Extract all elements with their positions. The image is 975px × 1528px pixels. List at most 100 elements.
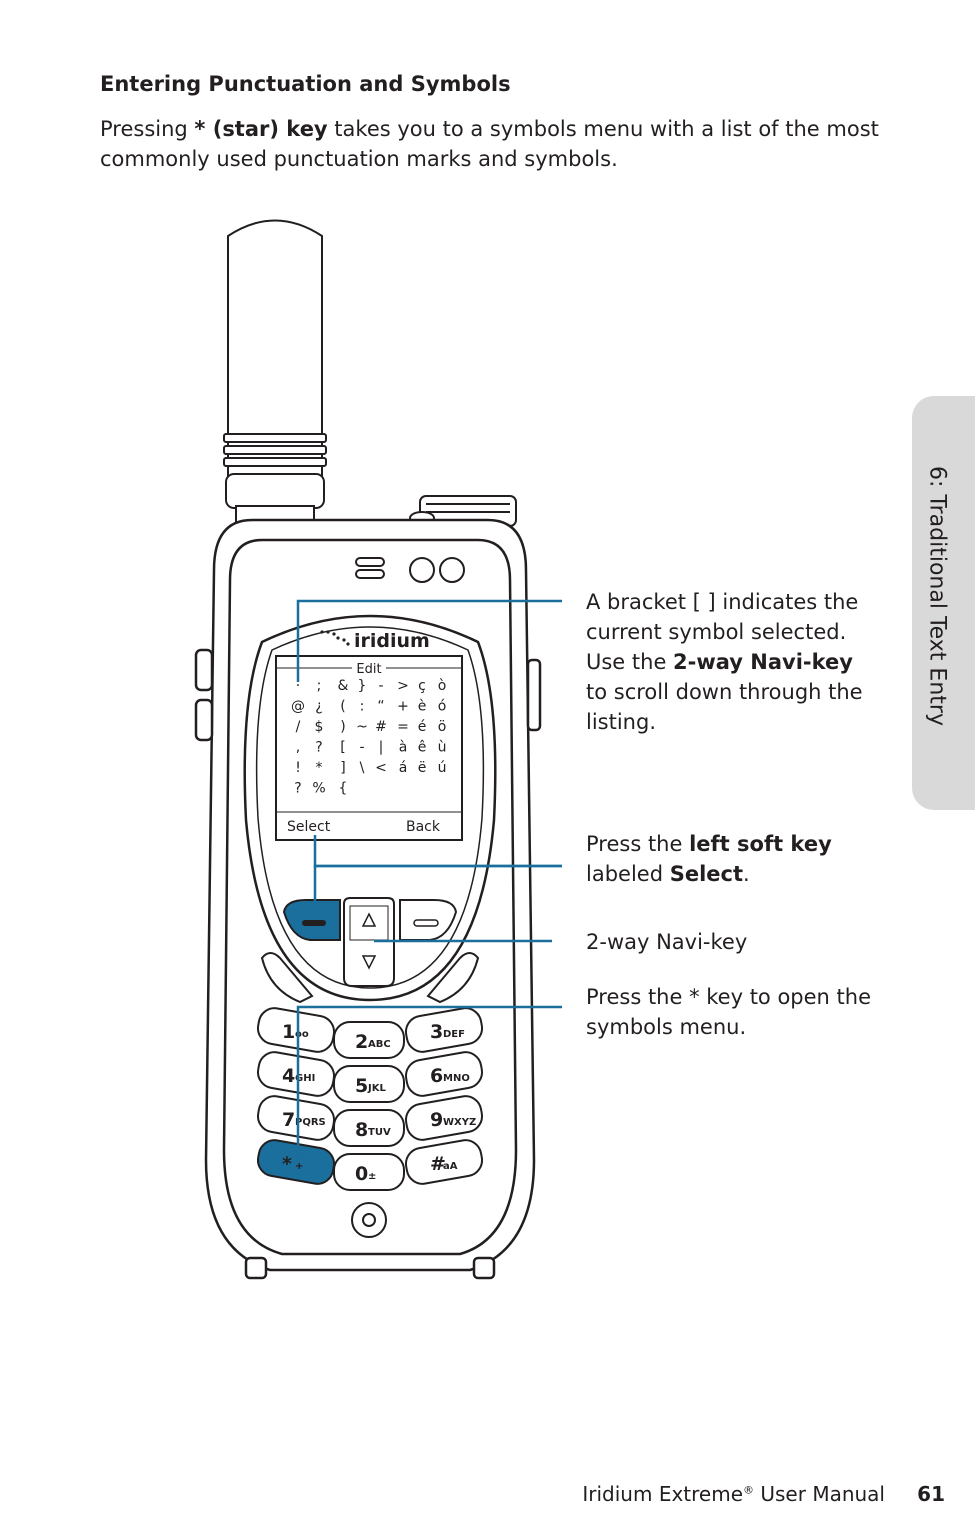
symbol-cell: -	[359, 740, 364, 756]
symbol-cell: à	[399, 740, 408, 756]
key-digit: 0	[355, 1163, 368, 1185]
chapter-tab-label: 6: Traditional Text Entry	[924, 466, 950, 726]
key-digit: 8	[355, 1119, 368, 1141]
key-letters: WXYZ	[443, 1117, 476, 1128]
navi-key[interactable]	[343, 897, 395, 987]
symbol-cell: $	[315, 719, 324, 735]
intro-paragraph: Pressing * (star) key takes you to a sym…	[100, 114, 880, 174]
arrow-up-icon	[361, 912, 377, 927]
key-digit: #	[430, 1153, 446, 1175]
key-digit: 9	[430, 1109, 443, 1131]
callout-bracket-line1: A bracket [ ] indicates the	[586, 590, 859, 614]
chapter-tab	[912, 396, 975, 810]
callout-star-line1: Press the * key to open the	[586, 985, 871, 1009]
symbol-cell: #	[375, 719, 387, 735]
symbol-cell: !	[295, 760, 301, 776]
display	[275, 655, 463, 841]
symbol-cell: &	[338, 678, 349, 694]
symbol-cell: ]	[340, 760, 345, 776]
symbol-cell: <	[375, 760, 387, 776]
key-digit: 1	[282, 1021, 295, 1043]
brand-dots-icon	[320, 630, 350, 646]
key-letters: ±	[368, 1171, 376, 1182]
key-digit: 6	[430, 1065, 443, 1087]
key-digit: 4	[282, 1065, 295, 1087]
symbol-cell: è	[418, 699, 427, 715]
footer-reg-mark: ®	[743, 1483, 755, 1497]
callout-softkey-bold: left soft key	[689, 832, 832, 856]
key-hash[interactable]: #aA	[403, 1138, 484, 1187]
end-key[interactable]	[426, 952, 480, 1004]
symbol-cell: ë	[418, 760, 427, 776]
symbol-cell: ò	[438, 678, 447, 694]
symbol-cell: ;	[317, 678, 322, 694]
symbol-cell: ·	[296, 678, 300, 694]
symbol-cell: |	[379, 740, 384, 756]
key-letters: GHI	[295, 1073, 315, 1084]
symbol-cell: {	[339, 781, 348, 797]
symbol-cell: )	[340, 719, 345, 735]
callout-bracket-bold: 2-way Navi-key	[673, 650, 853, 674]
symbol-cell: ù	[438, 740, 447, 756]
callout-star-line2: symbols menu.	[586, 1015, 747, 1039]
footer-title: Iridium Extreme® User Manual	[582, 1482, 885, 1506]
symbol-cell: ê	[418, 740, 427, 756]
antenna	[223, 219, 327, 527]
callout-softkey-period: .	[743, 862, 750, 886]
bottom-button[interactable]	[351, 1202, 387, 1238]
symbol-cell: @	[291, 699, 305, 715]
key-letters: oo	[295, 1029, 309, 1040]
callout-bracket-line3: Use the	[586, 650, 674, 674]
key-letters: TUV	[368, 1127, 391, 1138]
symbol-cell: (	[340, 699, 345, 715]
symbol-cell: \	[360, 760, 365, 776]
symbol-cell: [	[340, 740, 345, 756]
softkey-left-label: Select	[287, 819, 331, 835]
callout-softkey-before: Press the	[586, 832, 690, 856]
symbol-cell: ?	[294, 781, 301, 797]
key-digit: 7	[282, 1109, 295, 1131]
earpiece	[355, 557, 465, 583]
key-0[interactable]: 0±	[333, 1153, 405, 1191]
symbol-cell: *	[316, 760, 323, 776]
brand-logo: iridium	[354, 630, 430, 652]
key-letters: DEF	[443, 1029, 465, 1040]
softkey-right-label: Back	[406, 819, 441, 835]
key-digit: *	[282, 1153, 292, 1175]
key-letters: +	[295, 1161, 303, 1172]
key-digit: 5	[355, 1075, 368, 1097]
key-letters: ABC	[368, 1039, 391, 1050]
symbol-cell: /	[296, 719, 301, 735]
footer-title-text: Iridium Extreme	[582, 1482, 744, 1506]
key-letters: JKL	[367, 1083, 386, 1094]
call-key[interactable]	[260, 952, 314, 1004]
symbol-cell: >	[397, 678, 409, 694]
key-letters: aA	[443, 1161, 458, 1172]
symbol-cell: =	[397, 719, 409, 735]
key-letters: PQRS	[295, 1117, 326, 1128]
key-digit: 3	[430, 1021, 443, 1043]
symbol-cell: ú	[438, 760, 447, 776]
callout-bracket-line5: listing.	[586, 710, 656, 734]
screen-title: Edit	[356, 662, 381, 677]
key-letters: MNO	[443, 1073, 470, 1084]
symbol-cell: ,	[296, 740, 300, 756]
symbol-cell: á	[399, 760, 408, 776]
symbol-cell: :	[360, 699, 365, 715]
symbol-cell: ó	[438, 699, 447, 715]
symbol-cell: %	[312, 781, 325, 797]
